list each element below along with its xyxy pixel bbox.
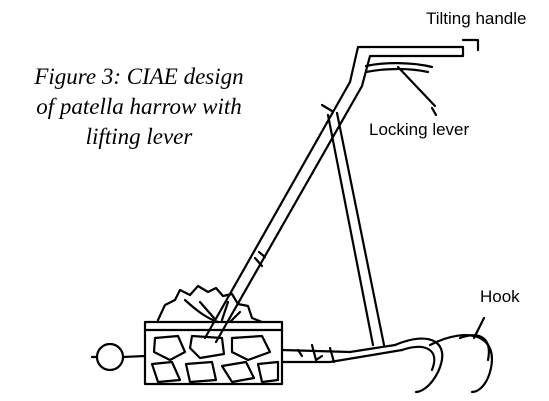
- caption-line-3: lifting lever: [85, 124, 193, 149]
- shaft-ticks: [253, 103, 334, 268]
- caption-line-1: Figure 3: CIAE design: [34, 64, 244, 89]
- rear-bar: [280, 343, 404, 364]
- patella-wheel: [156, 284, 264, 324]
- label-locking-lever: Locking lever: [369, 120, 470, 139]
- frame-box: [143, 320, 284, 386]
- leader-lines: [430, 38, 486, 340]
- label-tilting-handle: Tilting handle: [426, 9, 527, 28]
- locking-lever: [364, 62, 437, 108]
- label-hook: Hook: [480, 287, 520, 306]
- figure-caption: Figure 3: CIAE design of patella harrow …: [0, 62, 278, 152]
- tow-ring: [90, 342, 147, 372]
- hook-tines: [393, 334, 493, 394]
- caption-line-2: of patella harrow with: [36, 94, 242, 119]
- rear-brace: [326, 111, 386, 347]
- tilting-handle-bar: [348, 45, 465, 88]
